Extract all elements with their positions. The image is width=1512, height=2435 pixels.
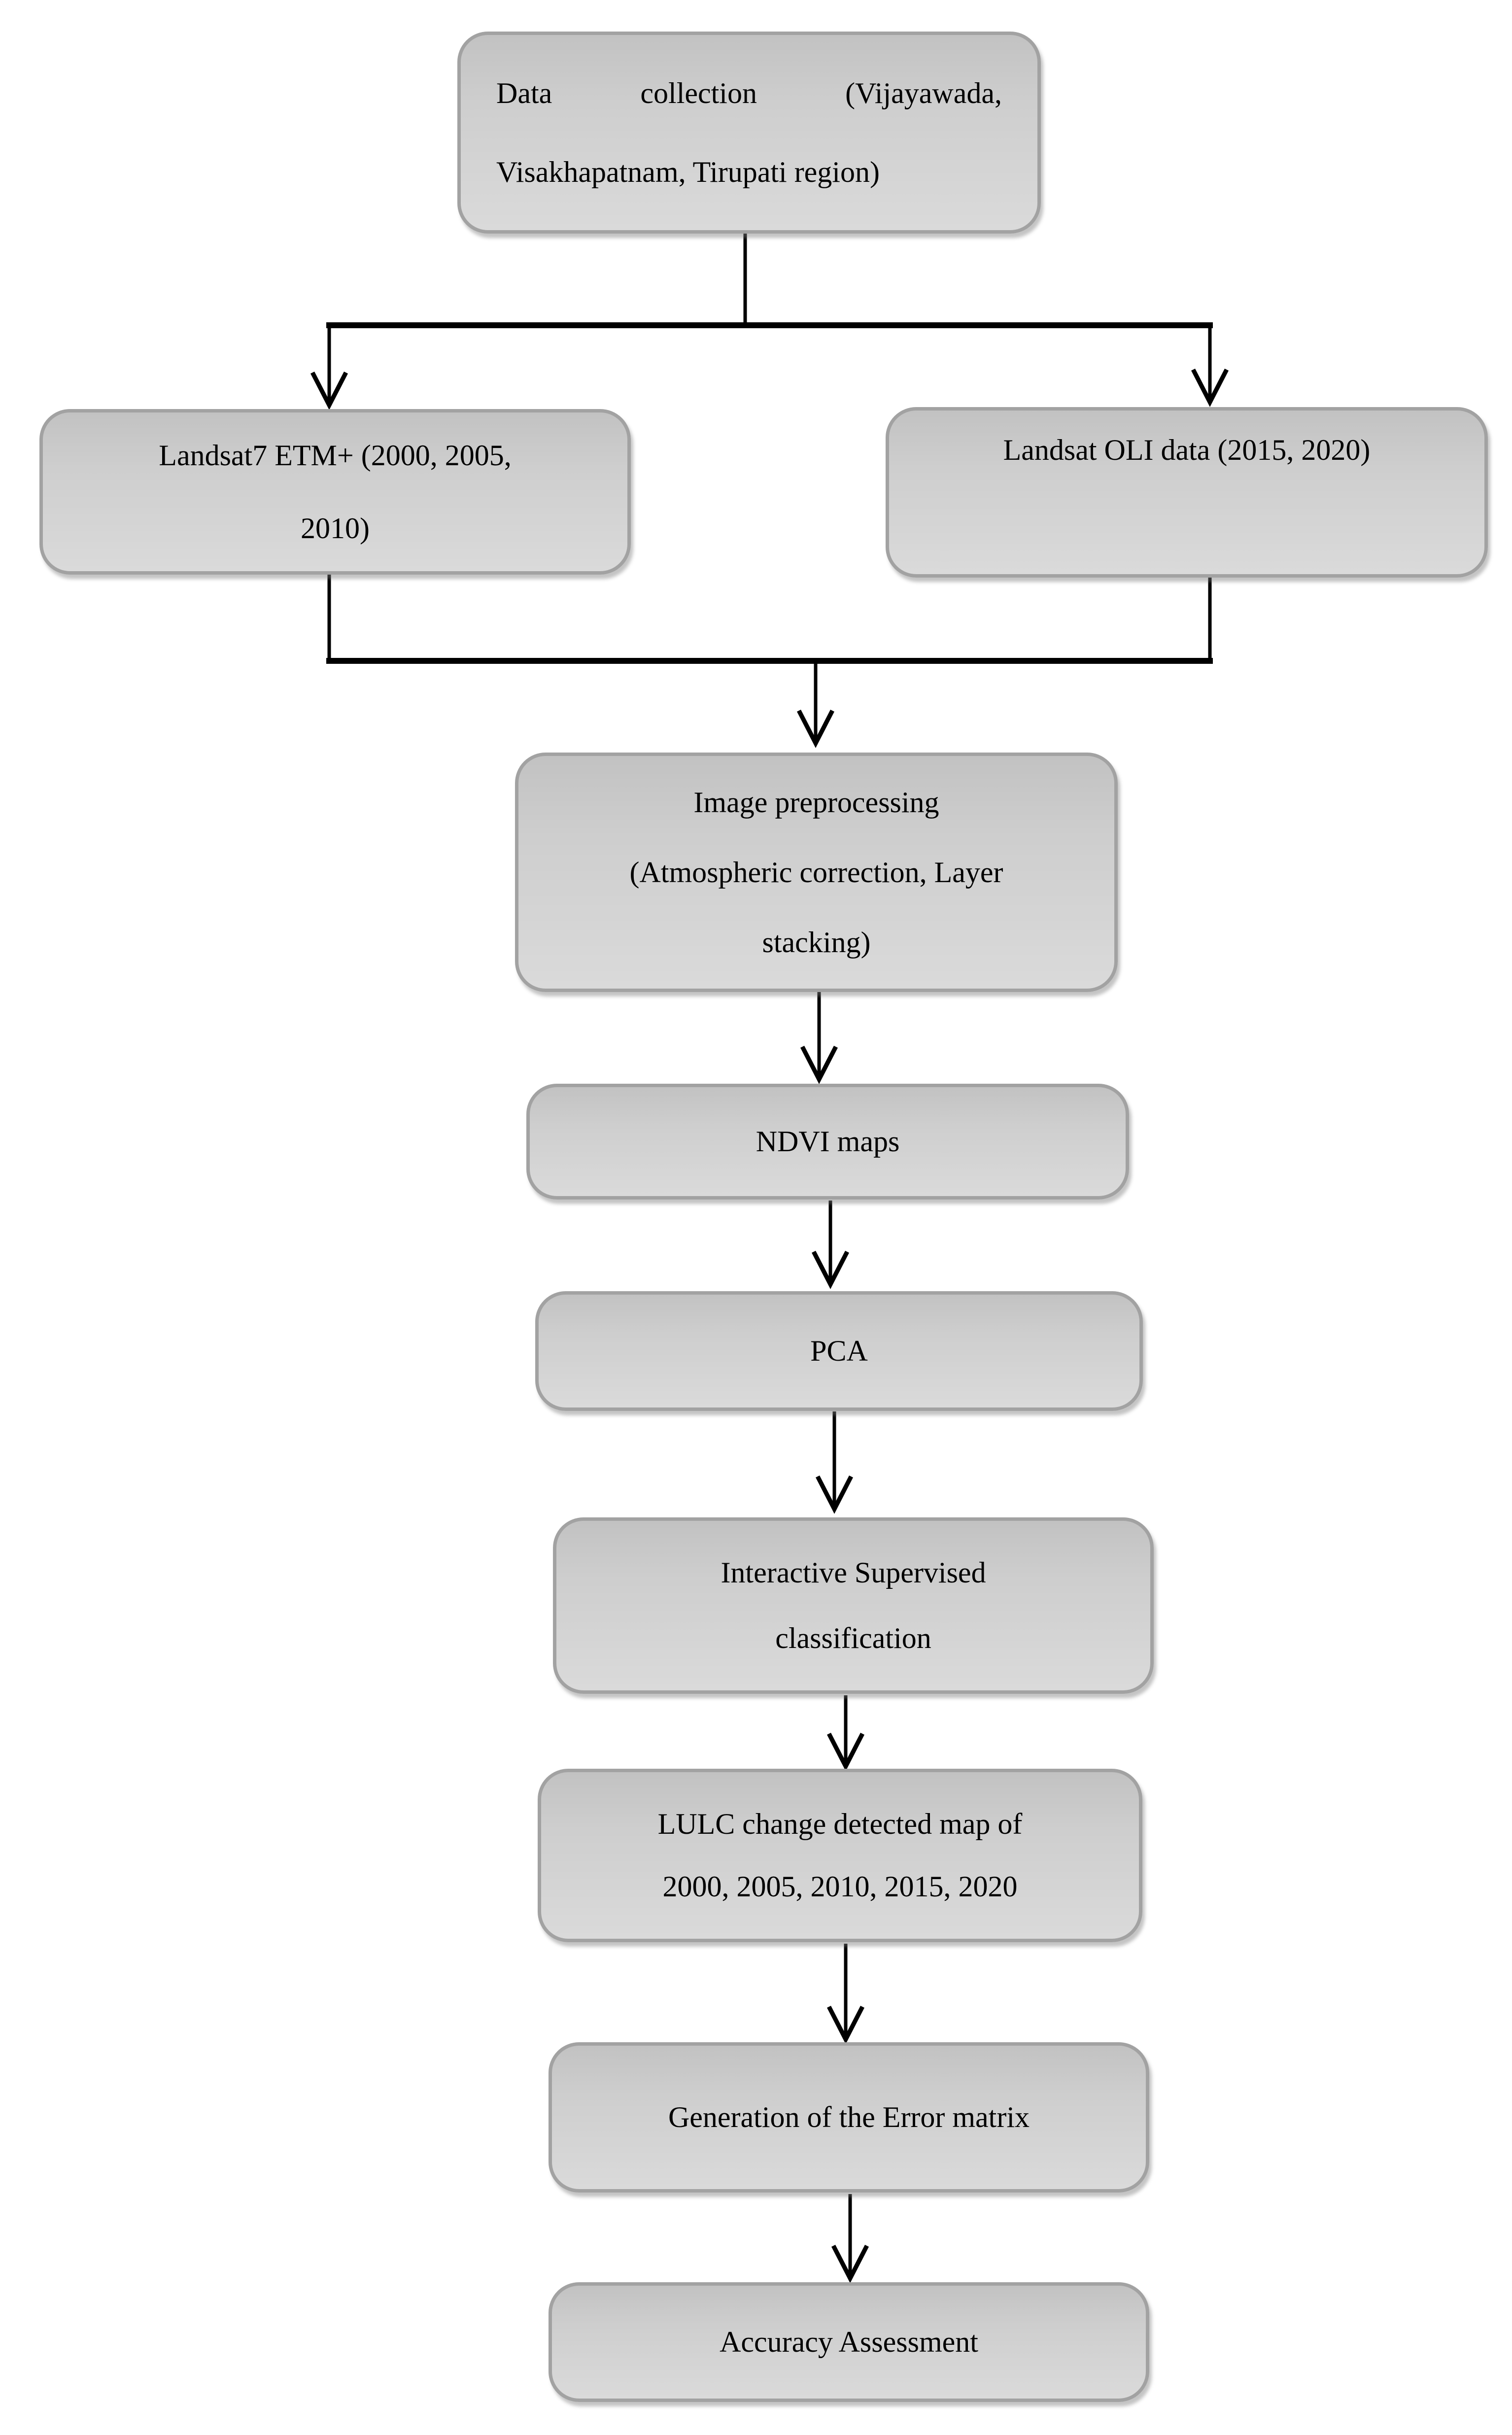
edge-lulc-to-errormatrix (826, 1944, 865, 2044)
node-lulc-change-map: LULC change detected map of 2000, 2005, … (538, 1769, 1142, 1942)
node-text-line: (Atmospheric correction, Layer (629, 856, 1003, 889)
edge-merge-to-preprocessing (796, 661, 835, 748)
node-text-line: LULC change detected map of (657, 1808, 1023, 1840)
node-text-line: Accuracy Assessment (720, 2326, 978, 2358)
node-data-collection: Data collection (Vijayawada, Visakhapatn… (457, 32, 1041, 234)
edge-datacollection-split (326, 234, 1213, 328)
edge-pca-to-classification (815, 1411, 854, 1514)
edge-split-to-landsatoli (1191, 322, 1229, 407)
node-text-line: 2010) (301, 512, 370, 545)
node-text-line: Interactive Supervised (721, 1556, 986, 1589)
node-error-matrix: Generation of the Error matrix (549, 2042, 1149, 2193)
node-text-line: Visakhapatnam, Tirupati region) (496, 156, 880, 188)
edge-merge-bus (326, 575, 1213, 664)
node-text-line: Landsat7 ETM+ (2000, 2005, (159, 439, 512, 472)
node-text-line: classification (775, 1622, 931, 1654)
node-landsat-oli: Landsat OLI data (2015, 2020) (886, 407, 1488, 578)
node-text-line: stacking) (762, 926, 871, 959)
edge-split-to-landsat7 (310, 322, 348, 410)
node-text-line: NDVI maps (756, 1125, 900, 1158)
node-text-line: Landsat OLI data (2015, 2020) (1003, 434, 1371, 466)
node-ndvi-maps: NDVI maps (526, 1084, 1129, 1200)
edge-preprocessing-to-ndvi (800, 992, 838, 1084)
node-landsat7-etm: Landsat7 ETM+ (2000, 2005, 2010) (39, 409, 631, 575)
node-text-line: PCA (810, 1335, 868, 1367)
node-text-line: 2000, 2005, 2010, 2015, 2020 (662, 1870, 1018, 1903)
node-text-line: Generation of the Error matrix (668, 2101, 1030, 2133)
edge-classification-to-lulc (826, 1695, 865, 1771)
node-accuracy-assessment: Accuracy Assessment (549, 2282, 1149, 2402)
node-pca: PCA (535, 1291, 1143, 1411)
edge-ndvi-to-pca (811, 1200, 850, 1289)
edge-errormatrix-to-accuracy (831, 2194, 869, 2283)
node-text-line: Data collection (Vijayawada, (496, 77, 1002, 109)
node-supervised-classification: Interactive Supervised classification (553, 1517, 1154, 1694)
node-image-preprocessing: Image preprocessing (Atmospheric correct… (515, 753, 1118, 992)
node-text-line: Image preprocessing (693, 786, 939, 819)
